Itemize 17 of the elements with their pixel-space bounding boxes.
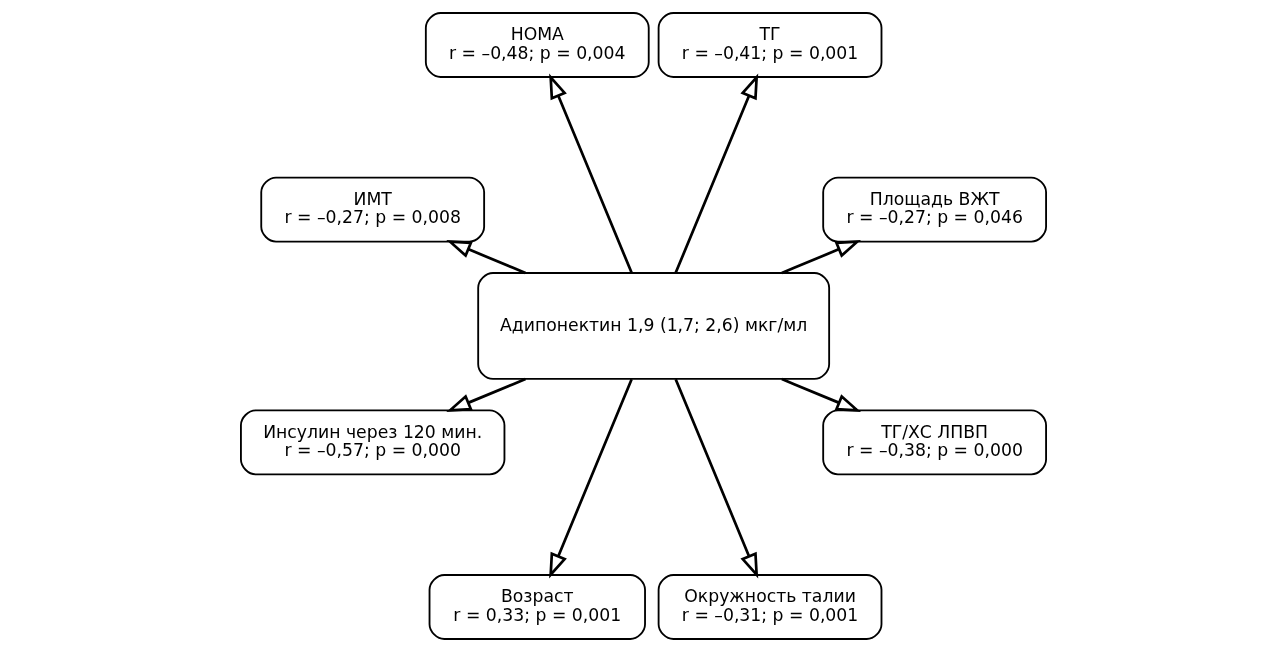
arrow	[673, 73, 758, 274]
arrow	[780, 377, 861, 412]
arrow	[780, 240, 861, 275]
arrow	[548, 378, 633, 579]
node-box: Адипонектин 1,9 (1,7; 2,6) мкг/мл	[476, 272, 830, 380]
node-box: ИМТ r = –0,27; p = 0,008	[259, 176, 485, 243]
node-box: Возраст r = 0,33; p = 0,001	[428, 574, 646, 640]
node-box: Площадь ВЖТ r = –0,27; p = 0,046	[821, 176, 1047, 243]
arrow	[445, 377, 526, 412]
node-box: ТГ/ХС ЛПВП r = –0,38; p = 0,000	[821, 409, 1047, 476]
node-box: ТГ r = –0,41; p = 0,001	[657, 12, 882, 78]
arrow	[548, 73, 633, 274]
node-box: Окружность талии r = –0,31; p = 0,001	[657, 574, 882, 640]
arrow	[673, 378, 758, 579]
node-box: Инсулин через 120 мин. r = –0,57; p = 0,000	[239, 409, 505, 476]
arrow	[445, 240, 526, 275]
node-box: HOMA r = –0,48; p = 0,004	[424, 12, 650, 78]
